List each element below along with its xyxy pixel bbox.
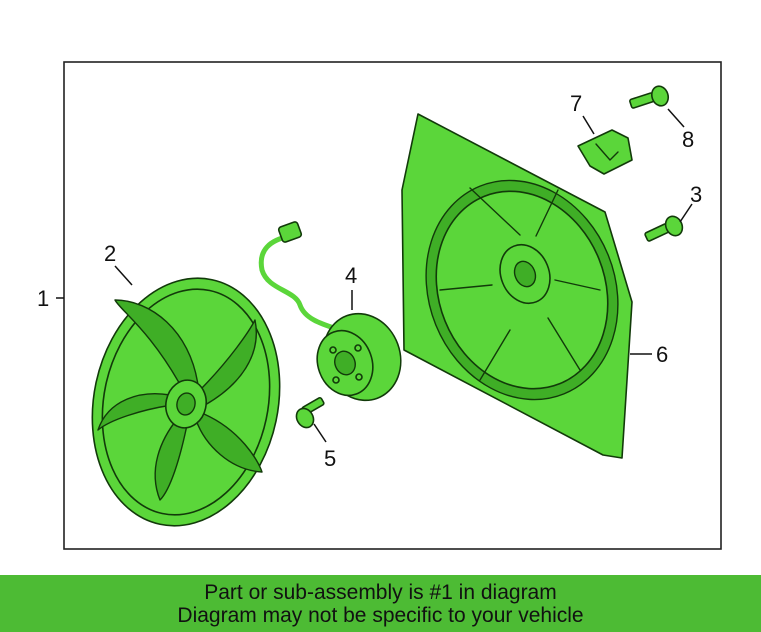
- fan-shroud[interactable]: [394, 113, 650, 459]
- callout-7: 7: [570, 91, 582, 116]
- callout-2: 2: [104, 241, 116, 266]
- parts-diagram: 1 2 4 5 6 7 8 3: [37, 61, 722, 550]
- banner-line-2: Diagram may not be specific to your vehi…: [177, 603, 584, 627]
- callout-5: 5: [324, 446, 336, 471]
- callout-4: 4: [345, 263, 357, 288]
- fan-motor[interactable]: [258, 221, 413, 411]
- callout-8: 8: [682, 127, 694, 152]
- info-banner: Part or sub-assembly is #1 in diagram Di…: [0, 575, 761, 632]
- callout-1: 1: [37, 286, 49, 311]
- bolt-3[interactable]: [644, 214, 685, 242]
- fan-blade[interactable]: [70, 261, 302, 544]
- callout-6: 6: [656, 342, 668, 367]
- leader-lines: [56, 108, 693, 443]
- bolt-8[interactable]: [629, 84, 670, 109]
- bolt-5[interactable]: [293, 396, 325, 431]
- banner-line-1: Part or sub-assembly is #1 in diagram: [204, 580, 557, 604]
- resistor-7[interactable]: [577, 129, 633, 175]
- callout-3: 3: [690, 182, 702, 207]
